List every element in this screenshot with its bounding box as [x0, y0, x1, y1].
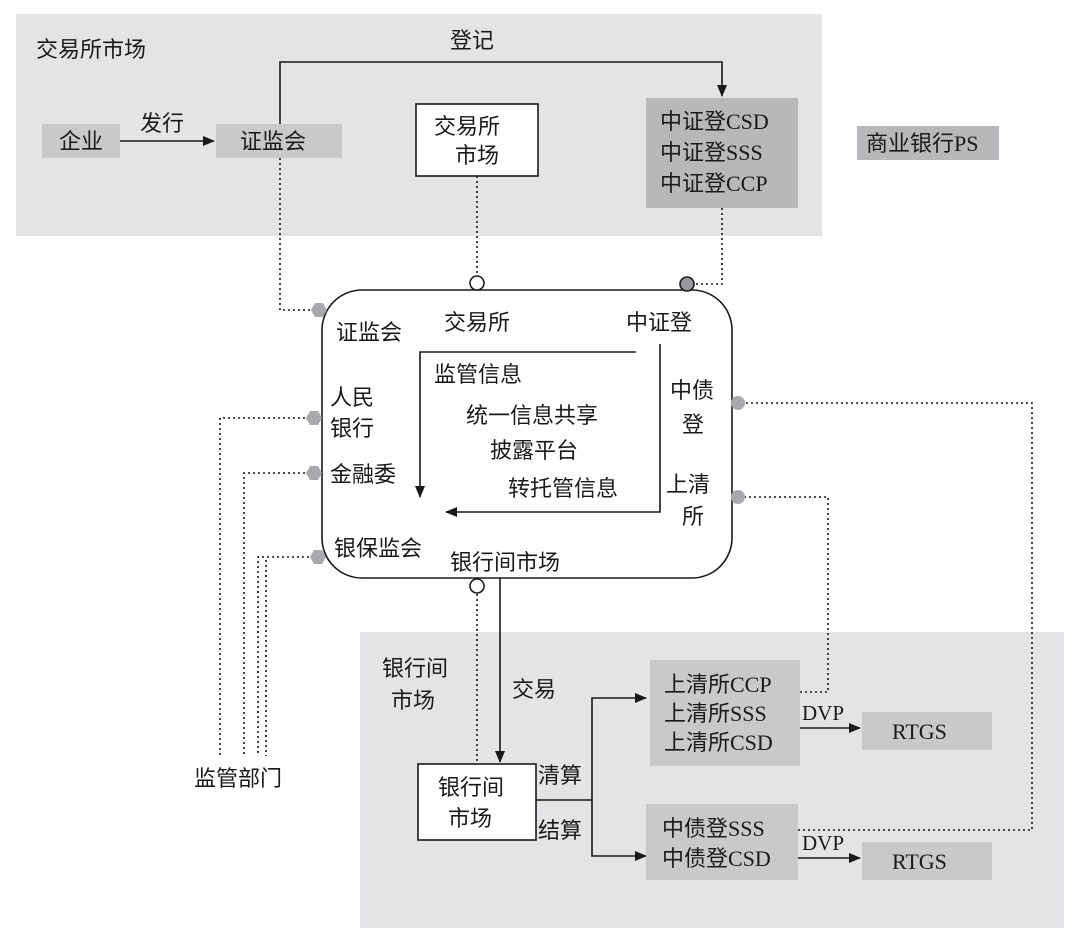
- chinaclear-csd: 中证登CSD: [660, 109, 769, 134]
- fsdc-regulator-link: [243, 472, 305, 756]
- interbank-box-line-1: 银行间: [438, 776, 504, 801]
- fsdc-connector: [306, 466, 322, 480]
- interbank-market-box: [417, 763, 537, 841]
- cbirc-connector: [310, 550, 326, 564]
- interbank-market-title-1: 银行间: [382, 657, 448, 682]
- ccdc-connector: [731, 396, 745, 410]
- pboc-connector: [306, 411, 322, 425]
- shch-dvp-label: DVP: [802, 701, 844, 725]
- settlement-arrow: [591, 800, 647, 861]
- commercial-bank-label: 商业银行PS: [866, 131, 978, 156]
- info-hub-box: [321, 289, 733, 579]
- reg-info-arrow: [415, 351, 636, 498]
- exchange-market-box: [415, 103, 539, 177]
- regulator-label: 监管部门: [194, 767, 282, 792]
- hub-shch-2: 所: [682, 505, 704, 530]
- ccdc-box: [646, 804, 798, 880]
- pboc-regulator-link: [219, 417, 305, 756]
- chinaclear-connector: [679, 276, 695, 292]
- chinaclear-sss: 中证登SSS: [660, 140, 763, 165]
- hub-chinaclear: 中证登: [626, 311, 692, 336]
- shch-box: [650, 660, 800, 766]
- ccdc-rtgs-box: [862, 842, 992, 880]
- issue-label: 发行: [140, 112, 184, 137]
- shch-connector: [731, 490, 745, 504]
- chinaclear-hub-link: [696, 208, 723, 285]
- ccdc-sss: 中债登SSS: [662, 816, 765, 841]
- enterprise-tag: [42, 124, 120, 158]
- ccdc-hub-link: [745, 402, 1033, 831]
- trade-label: 交易: [512, 678, 556, 703]
- csrc-connector: [311, 303, 327, 317]
- shch-hub-link: [745, 496, 829, 693]
- hub-exchange: 交易所: [444, 311, 510, 336]
- transfer-info-arrow: [445, 344, 661, 517]
- exchange-box-line-1: 交易所: [434, 115, 500, 140]
- hub-interbank: 银行间市场: [450, 551, 560, 576]
- hub-fsdc: 金融委: [330, 463, 396, 488]
- hub-transfer-info: 转托管信息: [508, 477, 618, 502]
- csrc-hub-link: [279, 158, 310, 311]
- hub-ccdc-1: 中债: [670, 379, 714, 404]
- register-label: 登记: [450, 29, 494, 54]
- csrc-label: 证监会: [240, 130, 306, 155]
- hub-platform-1: 统一信息共享: [466, 404, 598, 429]
- hub-pboc-1: 人民: [330, 386, 374, 411]
- commercial-bank-tag: [857, 126, 999, 160]
- exchange-box-line-2: 市场: [455, 144, 499, 169]
- clearing-label: 清算: [538, 764, 582, 789]
- register-arrow: [279, 61, 727, 124]
- shch-csd: 上清所CSD: [664, 730, 773, 755]
- hub-platform-2: 披露平台: [490, 439, 578, 464]
- interbank-connector: [469, 578, 485, 594]
- shch-rtgs-box: [862, 712, 992, 750]
- ccdc-dvp-label: DVP: [802, 831, 844, 855]
- shch-ccp: 上清所CCP: [664, 672, 772, 697]
- exchange-market-title: 交易所市场: [36, 38, 146, 63]
- chinaclear-box: [646, 98, 798, 208]
- hub-csrc: 证监会: [336, 321, 402, 346]
- cbirc-regulator-link-1: [257, 556, 309, 756]
- chinaclear-ccp: 中证登CCP: [660, 171, 768, 196]
- hub-cbirc: 银保监会: [334, 537, 422, 562]
- hub-pboc-2: 银行: [330, 417, 374, 442]
- interbank-box-line-2: 市场: [448, 807, 492, 832]
- settlement-label: 结算: [538, 819, 582, 844]
- hub-ccdc-2: 登: [682, 413, 704, 438]
- ccdc-csd: 中债登CSD: [662, 846, 771, 871]
- exchange-connector: [469, 275, 485, 291]
- csrc-tag: [216, 124, 342, 158]
- hub-reg-info: 监管信息: [434, 363, 522, 388]
- ccdc-rtgs-label: RTGS: [892, 849, 947, 874]
- interbank-market-title-2: 市场: [391, 689, 435, 714]
- clearing-arrow: [591, 693, 647, 800]
- enterprise-label: 企业: [59, 130, 103, 155]
- hub-shch-1: 上清: [666, 473, 710, 498]
- shch-sss: 上清所SSS: [664, 701, 767, 726]
- shch-rtgs-label: RTGS: [892, 719, 947, 744]
